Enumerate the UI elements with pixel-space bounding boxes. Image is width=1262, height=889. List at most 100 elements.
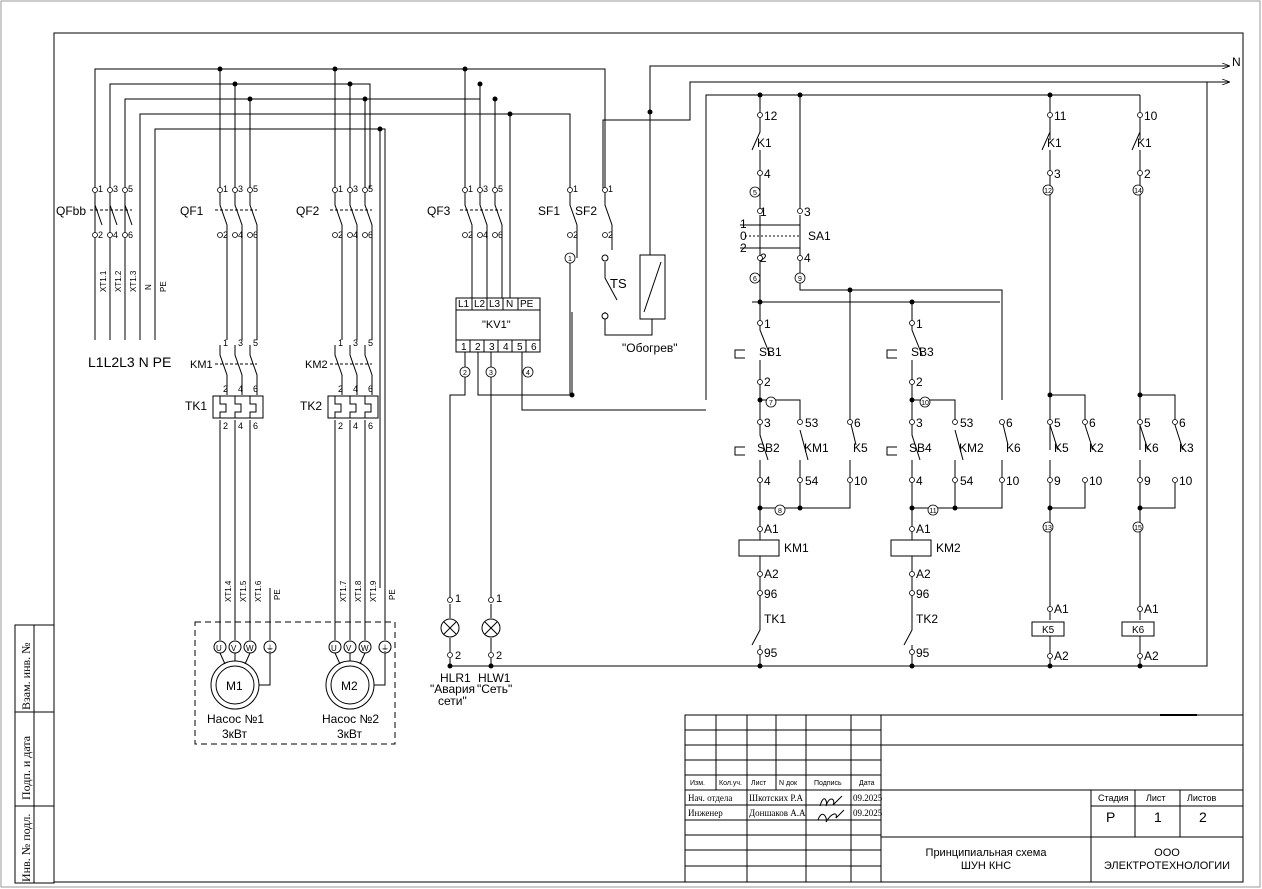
terminal-label: XT1.3: [129, 270, 138, 292]
sf2-label: SF2: [575, 204, 597, 218]
pin-label: 2: [98, 230, 103, 240]
terminal-label: XT1.9: [369, 580, 378, 602]
k1-label: K1: [757, 136, 772, 150]
kv1-label: "KV1": [482, 319, 511, 331]
pin-label: 53: [960, 416, 974, 430]
pin-label: 5: [253, 184, 258, 194]
side-stamp: Взам. инв. № Подп. и дата Инв. № подл.: [14, 624, 55, 884]
pin-label: 9: [1054, 474, 1061, 488]
stamp-vzam: Взам. инв. №: [19, 642, 33, 710]
k5-label: K5: [853, 441, 868, 455]
pin-label: 6: [1179, 416, 1186, 430]
k3-label: K3: [1179, 441, 1194, 455]
qf1-qf2-qf3-breakers: [215, 192, 613, 395]
bus-labels: L1L2L3 N PE: [88, 354, 171, 370]
pin-label: 2: [338, 230, 343, 240]
terminal-label: XT1.2: [114, 270, 123, 292]
control-circuit: [734, 120, 1184, 666]
pin-label: 54: [960, 474, 974, 488]
sb1-label: SB1: [759, 345, 782, 359]
pin-label: 4: [238, 384, 243, 394]
pin-label: 3: [1054, 167, 1061, 181]
k1-label: K1: [1137, 136, 1152, 150]
terminal-label: XT1.5: [239, 580, 248, 602]
qfbb-breaker: [90, 114, 156, 340]
title-line-2: ШУН КНС: [961, 860, 1011, 872]
title-block-rows: Нач. отдела Шкотских Р.А 09.2025 Инженер…: [688, 793, 883, 818]
stadia-value: Р: [1106, 809, 1115, 825]
breaker-pin-numbers: 1 3 5 2 4 6 1 3 5 2 4 6 1 3 5 2 4 6 1 3 …: [98, 184, 613, 431]
pin-label: 53: [805, 416, 819, 430]
phase-u-label: U: [331, 644, 337, 653]
col-kol: Кол.уч.: [719, 780, 742, 787]
pin-label: 3: [238, 184, 243, 194]
kv1-pin-labels: L1 L2 L3 N PE 1 2 3 4 5 6: [458, 299, 537, 353]
wire-number: 3: [489, 370, 493, 377]
tk2-label: TK2: [916, 612, 938, 626]
motor-m2-power: 3кВт: [337, 727, 363, 741]
pin-label: 2: [1144, 167, 1151, 181]
km1-power-label: KM1: [190, 359, 213, 371]
listov-value: 2: [1199, 809, 1207, 825]
pin-label: 2: [223, 421, 228, 431]
pin-label: 3: [353, 184, 358, 194]
terminal-label: N: [144, 284, 153, 290]
pin-label: 6: [368, 230, 373, 240]
sa1-pos-label: 0: [740, 229, 747, 243]
list-label: Лист: [1146, 793, 1166, 803]
a2-label: A2: [1144, 649, 1159, 663]
lamp-hlw1-label: HLW1: [478, 671, 511, 685]
kv1-pin: 3: [489, 342, 495, 353]
pin-label: 1: [98, 184, 103, 194]
pin-label: 1: [916, 317, 923, 331]
heater-circuit: [601, 200, 666, 336]
pin-label: 4: [353, 230, 358, 240]
a1-label: A1: [764, 522, 779, 536]
col-data: Дата: [859, 780, 875, 787]
wire-number: 7: [769, 400, 773, 407]
pin-label: 1: [468, 184, 473, 194]
pin-label: 2: [496, 650, 502, 662]
pin-label: 96: [764, 587, 778, 601]
pin-label: 2: [338, 421, 343, 431]
phase-w-label: W: [246, 644, 254, 653]
kv1-relay: [449, 262, 706, 600]
km2-aux-label: KM2: [959, 441, 984, 455]
lamp-hlw1-desc: "Сеть": [477, 682, 512, 696]
thermal-relays: [212, 395, 386, 640]
pin-label: 12: [764, 109, 778, 123]
row2-role: Инженер: [688, 808, 723, 818]
a1-label: A1: [916, 522, 931, 536]
pin-label: 2: [608, 230, 613, 240]
k6-label: K6: [1006, 441, 1021, 455]
kv1-pin: 1: [461, 342, 467, 353]
pin-label: 4: [353, 421, 358, 431]
pin-label: 4: [804, 251, 811, 265]
title-block: [684, 714, 1244, 883]
pin-label: 6: [253, 384, 258, 394]
motor-m2-label: M2: [341, 679, 358, 693]
ground-icon: ⏚: [266, 644, 274, 653]
pin-label: 6: [1006, 416, 1013, 430]
pin-label: 3: [113, 184, 118, 194]
lamp-hlr1-desc: "Авария: [430, 682, 475, 696]
pin-label: 54: [805, 474, 819, 488]
wire-number: 13: [1044, 525, 1052, 532]
pin-label: 1: [760, 205, 767, 219]
motor-labels: U V W ⏚ U V W ⏚ M1 M2 Насос №1 3кВт Насо…: [207, 644, 389, 741]
pin-label: 4: [238, 421, 243, 431]
signatures: [817, 795, 845, 823]
pin-label: 95: [764, 646, 778, 660]
qf3-label: QF3: [427, 204, 451, 218]
qf1-label: QF1: [180, 204, 204, 218]
pin-label: 9: [1144, 474, 1151, 488]
row1-date: 09.2025: [853, 793, 883, 803]
col-ndok: N док: [779, 780, 798, 787]
row1-role: Нач. отдела: [688, 793, 732, 803]
wire-number: 9: [798, 276, 802, 283]
pin-label: 5: [253, 338, 258, 348]
kv1-pin: 4: [503, 342, 509, 353]
row2-name: Доншаков А.А: [749, 808, 806, 818]
pin-label: 6: [498, 230, 503, 240]
a2-label: A2: [764, 567, 779, 581]
